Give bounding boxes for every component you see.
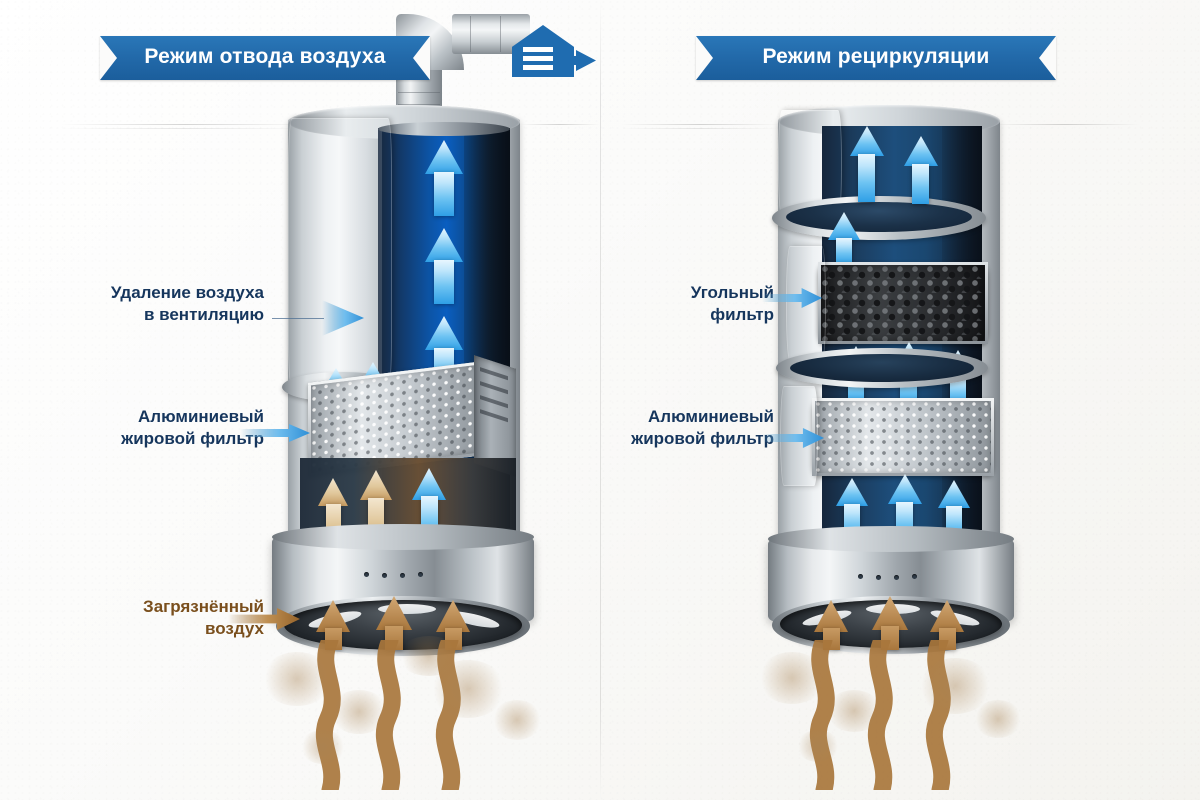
clean-air-arrow-tail-1 xyxy=(434,172,454,216)
control-dot-right-1[interactable] xyxy=(858,574,863,579)
label-polluted-air: Загрязнённый воздух xyxy=(143,597,264,639)
smoke-particle-5 xyxy=(300,730,346,764)
label-aluminium-filter-left: Алюминиевый жировой фильтр xyxy=(121,407,264,449)
control-dot-right-2[interactable] xyxy=(876,575,881,580)
chimney-inner-lip xyxy=(378,122,510,136)
banner-notch-right-2 xyxy=(1039,36,1056,80)
clean-air-arrow-tail-2 xyxy=(434,260,454,304)
banner-recirculation-text: Режим рециркуляции xyxy=(762,45,990,68)
panel-extraction: Режим отвода воздуха xyxy=(100,14,596,790)
housing-slot-1 xyxy=(480,367,508,381)
label-aluminium-filter-right: Алюминиевый жировой фильтр xyxy=(631,407,774,449)
smoke-particle-4 xyxy=(492,700,542,740)
control-dot-3[interactable] xyxy=(400,573,405,578)
ceiling-line-right-far xyxy=(990,124,1140,125)
panel-divider xyxy=(600,0,601,800)
banner-notch-left-2 xyxy=(696,36,713,80)
carbon-filter xyxy=(818,262,988,344)
banner-notch-left xyxy=(100,36,117,80)
duct-rib-5 xyxy=(500,16,501,52)
housing-slot-4 xyxy=(480,409,508,423)
duct-rib-1 xyxy=(398,92,440,93)
hood-base-top-rim xyxy=(272,524,534,550)
smoke-particle-right-2 xyxy=(826,690,882,732)
control-dot-1[interactable] xyxy=(364,572,369,577)
banner-extraction-text: Режим отвода воздуха xyxy=(144,45,386,68)
ceiling-line-left-right xyxy=(520,124,600,125)
smoke-particle-right-4 xyxy=(974,700,1022,738)
interior-edge-highlight xyxy=(378,128,382,528)
smoke-particle-6 xyxy=(398,636,460,676)
smoke-particle-right-1 xyxy=(758,652,826,704)
banner-extraction: Режим отвода воздуха xyxy=(100,36,430,80)
recirc-exit-arrow-tail-1 xyxy=(858,154,875,202)
dirty-air-streams-left xyxy=(315,640,461,790)
outflow-arrow-shaft xyxy=(566,56,582,65)
recirc-exit-arrow-tail-2 xyxy=(912,164,929,204)
outflow-arrow-head xyxy=(576,50,596,71)
duct-rib-2 xyxy=(398,104,440,105)
ceiling-line-right-2 xyxy=(620,128,780,129)
control-dot-right-3[interactable] xyxy=(894,575,899,580)
label-carbon-filter: Угольный фильтр xyxy=(690,283,774,325)
housing-slot-3 xyxy=(480,395,508,409)
ceiling-line-right xyxy=(620,124,780,125)
house-grille-bar-3 xyxy=(523,65,553,70)
smoke-particle-right-3 xyxy=(918,658,992,714)
dirty-air-streams-right xyxy=(809,640,951,790)
smoke-particle-3 xyxy=(430,660,506,718)
ceiling-line-left-2 xyxy=(60,128,310,129)
banner-recirculation: Режим рециркуляции xyxy=(696,36,1056,80)
recirc-exit-arrow-tail-3 xyxy=(836,238,852,264)
chimney-ring-mid-inner xyxy=(790,354,974,382)
control-dot-2[interactable] xyxy=(382,573,387,578)
ceiling-line-left xyxy=(60,124,310,125)
housing-slot-2 xyxy=(480,381,508,395)
smoke-particle-2 xyxy=(330,690,388,734)
control-dot-right-4[interactable] xyxy=(912,574,917,579)
hood-base-top-rim-right xyxy=(768,526,1014,552)
smoke-particle-right-5 xyxy=(796,730,840,762)
hood-lamp-2 xyxy=(378,604,436,614)
duct-rib-4 xyxy=(470,16,471,52)
banner-notch-right xyxy=(413,36,430,80)
chimney-ring-top-inner xyxy=(786,202,972,232)
control-dot-4[interactable] xyxy=(418,572,423,577)
house-grille-bar-1 xyxy=(523,47,553,52)
smoke-particle-1 xyxy=(262,652,332,706)
panel-recirculation: Режим рециркуляции xyxy=(600,0,1200,800)
label-exhaust-to-ventilation: Удаление воздуха в вентиляцию xyxy=(110,283,264,325)
chimney-front-panel xyxy=(288,118,392,390)
aluminium-grease-filter-right xyxy=(812,398,994,476)
leader-exhaust xyxy=(272,318,324,319)
house-grille-bar-2 xyxy=(523,56,553,61)
